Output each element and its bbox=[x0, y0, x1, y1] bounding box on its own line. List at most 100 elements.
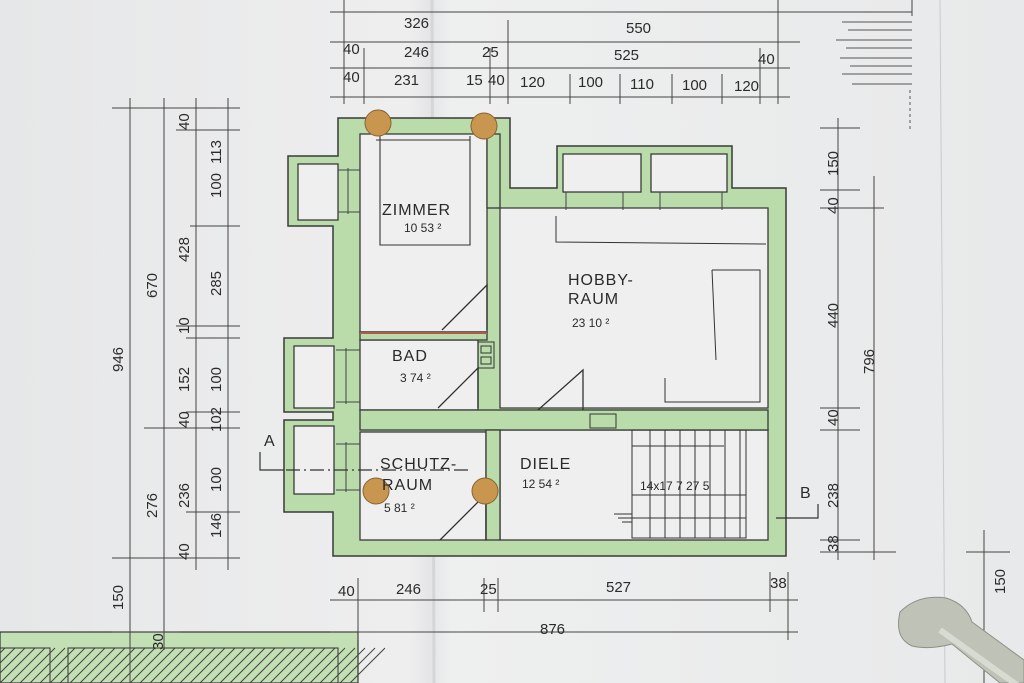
schutz-area: 5 81 ² bbox=[384, 501, 415, 515]
stair-label: 14x17 7 27 5 bbox=[640, 479, 710, 493]
hobby-label-2: RAUM bbox=[568, 291, 619, 308]
dims-left: 946 150 670 276 30 40 428 10 152 40 236 … bbox=[110, 113, 225, 650]
dim-text: 40 bbox=[176, 113, 193, 130]
sink-icon bbox=[477, 341, 495, 369]
hatch-line bbox=[189, 647, 226, 683]
hatch-line bbox=[349, 647, 386, 683]
hatch-line bbox=[0, 647, 16, 664]
dim-text: 40 bbox=[758, 51, 775, 68]
section-line bbox=[259, 452, 819, 519]
dim-text: 40 bbox=[343, 69, 360, 86]
hatch-line bbox=[299, 647, 336, 683]
dim-text: 231 bbox=[394, 72, 419, 89]
dim-text: 100 bbox=[208, 173, 225, 198]
staircase bbox=[631, 429, 747, 539]
hatch-line bbox=[89, 647, 126, 683]
dim-text: 38 bbox=[770, 575, 787, 592]
hatch-line bbox=[319, 647, 356, 683]
dim-text: 40 bbox=[343, 41, 360, 58]
hatch-line bbox=[219, 647, 256, 683]
schutz-label-2: RAUM bbox=[382, 477, 433, 494]
dim-text: 796 bbox=[861, 349, 878, 374]
hatch-line bbox=[329, 647, 366, 683]
dim-text: 38 bbox=[825, 535, 842, 552]
hatch-line bbox=[149, 647, 186, 683]
window-bad bbox=[293, 345, 335, 409]
dim-text: 946 bbox=[110, 347, 127, 372]
pen-clip bbox=[898, 596, 1024, 683]
hobby-furniture-sketch bbox=[555, 216, 767, 403]
hatch-line bbox=[159, 647, 196, 683]
dim-text: 246 bbox=[396, 581, 421, 598]
hatch-line bbox=[19, 647, 56, 683]
hatch-line bbox=[269, 647, 306, 683]
window-frames bbox=[336, 168, 723, 492]
dim-text: 146 bbox=[208, 513, 225, 538]
bad-label: BAD bbox=[392, 348, 428, 365]
dim-text: 110 bbox=[630, 76, 654, 93]
room-interiors bbox=[293, 133, 769, 541]
window-schutz bbox=[293, 425, 335, 495]
dim-text: 238 bbox=[825, 483, 842, 508]
interior-walls bbox=[359, 133, 769, 541]
dims-bottom: 40 246 25 527 38 876 bbox=[338, 575, 787, 638]
hobby-area: 23 10 ² bbox=[572, 316, 609, 330]
dim-text: 40 bbox=[488, 72, 505, 89]
hatch-line bbox=[309, 647, 346, 683]
bad-area: 3 74 ² bbox=[400, 371, 431, 385]
schutz-label-1: SCHUTZ- bbox=[380, 456, 457, 473]
section-a-label: A bbox=[264, 433, 276, 450]
hatch-line bbox=[79, 647, 116, 683]
dim-text: 150 bbox=[825, 151, 842, 176]
hatch-line bbox=[259, 647, 296, 683]
dim-text: 10 bbox=[176, 317, 193, 334]
zimmer-area: 10 53 ² bbox=[404, 221, 441, 235]
hatch-line bbox=[99, 647, 136, 683]
thumbtack-icon bbox=[362, 477, 390, 505]
dim-text: 246 bbox=[404, 44, 429, 61]
bed-sketch bbox=[376, 136, 471, 246]
dim-text: 876 bbox=[540, 621, 565, 638]
thumbtack-icon bbox=[364, 109, 392, 137]
hatch-line bbox=[59, 647, 96, 683]
dimension-lines bbox=[112, 0, 1010, 683]
dim-text: 40 bbox=[825, 197, 842, 214]
dim-text: 440 bbox=[825, 303, 842, 328]
paper-edge bbox=[939, 0, 946, 683]
fixtures bbox=[477, 341, 617, 429]
zimmer-label: ZIMMER bbox=[382, 202, 451, 219]
bad-floor bbox=[359, 339, 479, 411]
hatch-line bbox=[69, 647, 106, 683]
dim-text: 30 bbox=[150, 633, 167, 650]
dims-right: 150 40 440 40 238 38 796 150 bbox=[825, 151, 1009, 594]
hatch-line bbox=[0, 647, 26, 674]
dim-text: 40 bbox=[825, 409, 842, 426]
dims-top: 326 550 40 246 25 525 40 40 231 15 40 12… bbox=[343, 15, 775, 95]
dim-text: 276 bbox=[144, 493, 161, 518]
door-zimmer bbox=[441, 283, 488, 331]
dim-text: 120 bbox=[520, 74, 545, 91]
stair-arrow bbox=[614, 513, 632, 523]
dim-text: 100 bbox=[682, 77, 707, 94]
hatch-line bbox=[339, 647, 376, 683]
hatch-line bbox=[169, 647, 206, 683]
dim-text: 102 bbox=[208, 407, 225, 432]
dim-text: 15 bbox=[466, 72, 483, 89]
dim-text: 550 bbox=[626, 20, 651, 37]
hatch-line bbox=[139, 647, 176, 683]
dim-text: 236 bbox=[176, 483, 193, 508]
hatch-line bbox=[0, 647, 36, 683]
hatch-line bbox=[209, 647, 246, 683]
dim-text: 25 bbox=[480, 581, 497, 598]
dim-text: 120 bbox=[734, 78, 759, 95]
dim-text: 150 bbox=[110, 585, 127, 610]
hatch-line bbox=[119, 647, 156, 683]
hatch-line bbox=[289, 647, 326, 683]
hatch-line bbox=[279, 647, 316, 683]
neighbour-building bbox=[0, 631, 386, 683]
hatch-line bbox=[239, 647, 276, 683]
scale-ticks bbox=[836, 21, 912, 132]
hatch-line bbox=[109, 647, 146, 683]
